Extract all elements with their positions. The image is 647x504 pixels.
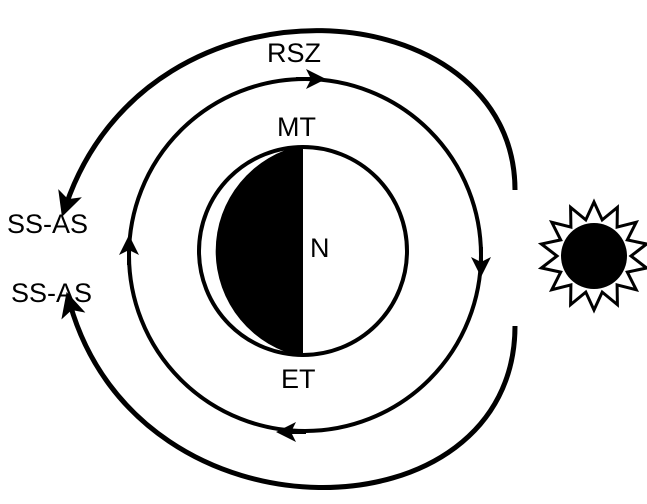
outer-arc-upper [58,28,518,217]
sun-disc [561,223,627,289]
label-rsz: RSZ [267,38,321,68]
label-et: ET [281,364,316,394]
label-ss-as-upper: SS-AS [7,209,89,239]
label-ss-as-lower: SS-AS [11,278,93,308]
sun-icon [537,198,647,314]
label-n: N [310,233,330,263]
label-mt: MT [277,112,316,142]
half-lit-planet-icon [197,145,409,357]
outer-arc-lower [61,291,518,490]
